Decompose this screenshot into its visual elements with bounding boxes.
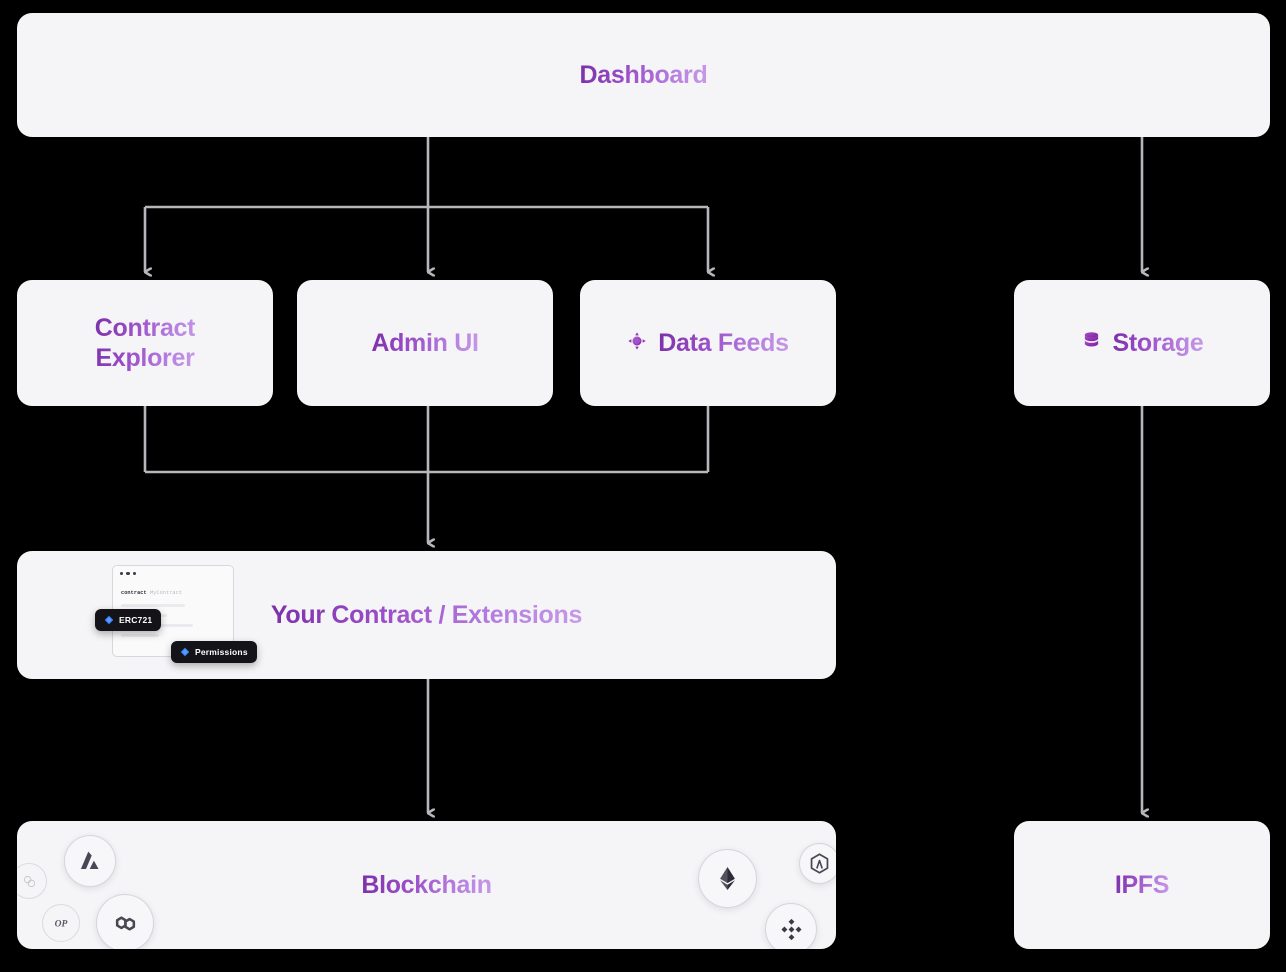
node-dashboard-label: Dashboard [579,60,708,89]
node-dashboard[interactable]: Dashboard [17,13,1270,137]
svg-text:OP: OP [55,920,68,930]
node-ipfs-label: IPFS [1114,870,1170,899]
badge-permissions[interactable]: Permissions [171,641,257,663]
code-placeholder-line [121,604,185,607]
ethereum-icon [698,849,757,908]
node-data-feeds[interactable]: Data Feeds [580,280,836,406]
node-blockchain-label: Blockchain [361,870,492,899]
node-ipfs[interactable]: IPFS [1014,821,1270,949]
node-storage-label: Storage [1112,328,1204,357]
gem-diamond-icon [627,331,647,356]
blue-diamond-icon [104,615,114,625]
node-data-feeds-label: Data Feeds [658,328,789,357]
node-admin-ui-label: Admin UI [371,328,479,357]
avalanche-icon [64,835,116,887]
node-contract-explorer[interactable]: Contract Explorer [17,280,273,406]
polygon-icon [96,894,154,949]
storage-label-row: Storage [1081,328,1204,359]
code-identifier: MyContract [149,590,183,596]
blue-diamond-icon [180,647,190,657]
binance-icon [765,903,817,949]
data-feeds-label-row: Data Feeds [627,328,789,359]
contract-illustration: contract MyContract ERC721 Pe [95,565,257,665]
node-your-contract[interactable]: contract MyContract ERC721 Pe [17,551,836,679]
code-placeholder-line [121,634,159,637]
window-traffic-lights-icon [120,572,137,576]
node-blockchain[interactable]: OP Blockchain [17,821,836,949]
database-stack-icon [1081,330,1102,356]
badge-permissions-label: Permissions [195,647,248,657]
code-line: contract MyContract [121,590,182,596]
node-admin-ui[interactable]: Admin UI [297,280,553,406]
node-contract-explorer-label: Contract Explorer [94,313,196,373]
node-storage[interactable]: Storage [1014,280,1270,406]
node-your-contract-label: Your Contract / Extensions [270,600,583,629]
badge-erc721[interactable]: ERC721 [95,609,162,631]
optimism-icon: OP [42,904,80,942]
badge-erc721-label: ERC721 [119,615,153,625]
arbitrum-icon [799,843,836,884]
code-keyword: contract [121,590,147,596]
solana-icon [17,863,47,899]
